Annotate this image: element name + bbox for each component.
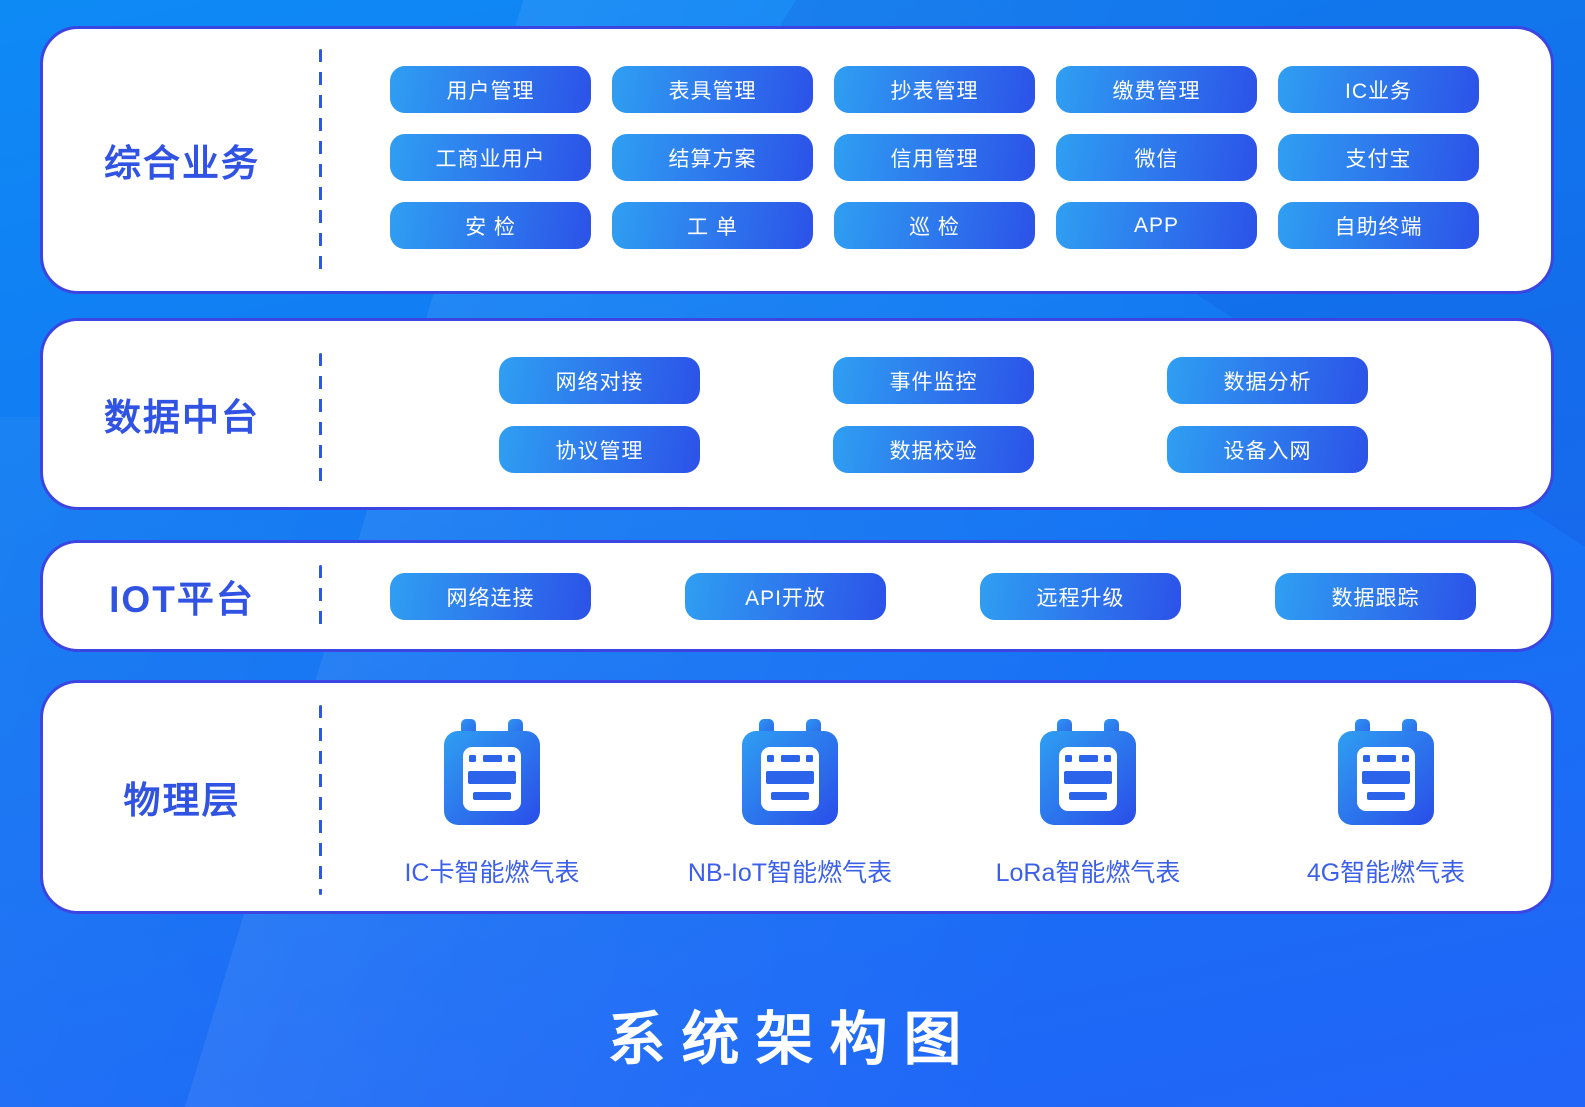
button-commercial-users[interactable]: 工商业用户	[390, 134, 591, 181]
layer-label-data-platform: 数据中台	[104, 397, 260, 438]
gas-meter-icon	[444, 719, 540, 825]
button-patrol-inspection[interactable]: 巡 检	[834, 202, 1035, 249]
gas-meter-icon	[742, 719, 838, 825]
device-label: IC卡智能燃气表	[404, 859, 580, 887]
dashed-divider	[319, 49, 322, 273]
button-self-service-terminal[interactable]: 自助终端	[1278, 202, 1479, 249]
button-data-tracking[interactable]: 数据跟踪	[1275, 573, 1476, 620]
device-nbiot-meter: NB-IoT智能燃气表	[641, 719, 939, 889]
layer-panel-business: 综合业务 用户管理 表具管理 抄表管理 缴费管理 IC业务 工商业用户 结算方案…	[40, 26, 1554, 294]
layer-panel-data-platform: 数据中台 网络对接 事件监控 数据分析 协议管理 数据校验 设备入网	[40, 318, 1554, 510]
button-wechat[interactable]: 微信	[1056, 134, 1257, 181]
device-lora-meter: LoRa智能燃气表	[939, 719, 1237, 889]
button-network-docking[interactable]: 网络对接	[499, 357, 700, 404]
page-title: 系统架构图	[607, 1007, 978, 1072]
button-reading-management[interactable]: 抄表管理	[834, 66, 1035, 113]
iot-button-grid: 网络连接 API开放 远程升级 数据跟踪	[390, 573, 1476, 620]
button-device-onboarding[interactable]: 设备入网	[1167, 426, 1368, 473]
device-row: IC卡智能燃气表 NB-IoT智能燃气表	[343, 719, 1535, 889]
button-data-verification[interactable]: 数据校验	[833, 426, 1034, 473]
layer-label-physical: 物理层	[123, 780, 241, 821]
dashed-divider	[319, 353, 322, 483]
button-payment-management[interactable]: 缴费管理	[1056, 66, 1257, 113]
device-label: NB-IoT智能燃气表	[687, 859, 893, 887]
button-data-analysis[interactable]: 数据分析	[1167, 357, 1368, 404]
layer-label-business: 综合业务	[104, 143, 260, 184]
device-label: LoRa智能燃气表	[995, 859, 1181, 887]
data-platform-button-grid: 网络对接 事件监控 数据分析 协议管理 数据校验 设备入网	[499, 357, 1368, 473]
dashed-divider	[319, 705, 322, 895]
button-safety-inspection[interactable]: 安 检	[390, 202, 591, 249]
button-meter-management[interactable]: 表具管理	[612, 66, 813, 113]
gas-meter-icon	[1338, 719, 1434, 825]
device-ic-card-meter: IC卡智能燃气表	[343, 719, 641, 889]
button-app[interactable]: APP	[1056, 202, 1257, 249]
layer-panel-physical: 物理层 IC卡智能燃气表	[40, 680, 1554, 914]
layer-panel-iot: IOT平台 网络连接 API开放 远程升级 数据跟踪	[40, 540, 1554, 652]
button-work-order[interactable]: 工 单	[612, 202, 813, 249]
button-remote-upgrade[interactable]: 远程升级	[980, 573, 1181, 620]
button-alipay[interactable]: 支付宝	[1278, 134, 1479, 181]
button-credit-management[interactable]: 信用管理	[834, 134, 1035, 181]
layer-label-iot: IOT平台	[109, 579, 255, 620]
device-4g-meter: 4G智能燃气表	[1237, 719, 1535, 889]
device-label: 4G智能燃气表	[1306, 859, 1466, 887]
dashed-divider	[319, 565, 322, 633]
button-api-open[interactable]: API开放	[685, 573, 886, 620]
button-protocol-management[interactable]: 协议管理	[499, 426, 700, 473]
button-user-management[interactable]: 用户管理	[390, 66, 591, 113]
button-ic-service[interactable]: IC业务	[1278, 66, 1479, 113]
gas-meter-icon	[1040, 719, 1136, 825]
button-event-monitoring[interactable]: 事件监控	[833, 357, 1034, 404]
button-network-connection[interactable]: 网络连接	[390, 573, 591, 620]
button-settlement-plan[interactable]: 结算方案	[612, 134, 813, 181]
business-button-grid: 用户管理 表具管理 抄表管理 缴费管理 IC业务 工商业用户 结算方案 信用管理…	[390, 66, 1479, 249]
